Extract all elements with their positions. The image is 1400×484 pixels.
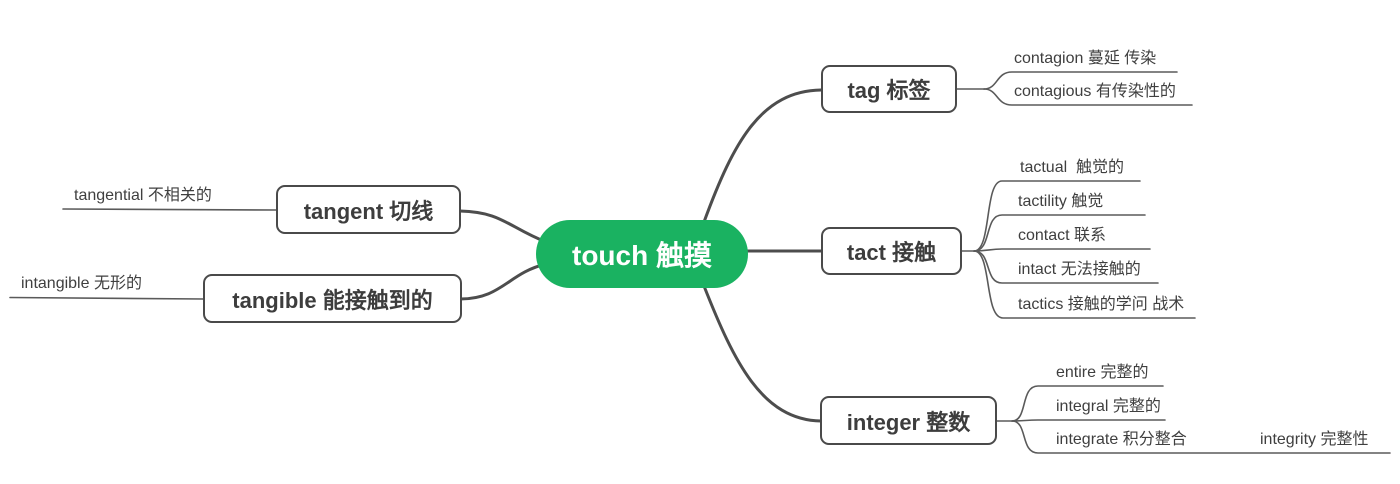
- leaf-tactility[interactable]: tactility 触觉: [1018, 193, 1104, 210]
- topic-tangent[interactable]: tangent 切线: [276, 185, 461, 234]
- connector-integer-entire: [1011, 385, 1164, 422]
- connector-tact-tactual: [973, 180, 1141, 252]
- leaf-integrity[interactable]: integrity 完整性: [1260, 431, 1369, 448]
- connector-tact-intact: [973, 250, 1159, 284]
- topic-tact[interactable]: tact 接触: [821, 227, 962, 275]
- leaf-intangible[interactable]: intangible 无形的: [21, 275, 142, 292]
- connector-integer-integral: [1011, 419, 1166, 422]
- connector-root-integer: [702, 284, 823, 423]
- leaf-contagion[interactable]: contagion 蔓延 传染: [1014, 50, 1157, 67]
- leaf-intact[interactable]: intact 无法接触的: [1018, 261, 1141, 278]
- connector-tag-contagion: [983, 71, 1178, 90]
- leaf-integrate[interactable]: integrate 积分整合: [1056, 431, 1187, 448]
- connector-tangible-intangible: [9, 296, 205, 300]
- connector-tangent-tangential: [62, 208, 278, 211]
- connector-root-tag: [702, 88, 823, 224]
- connector-root-tangent: [458, 209, 548, 244]
- connector-tag-contagious: [983, 88, 1193, 106]
- leaf-tactual[interactable]: tactual 触觉的: [1020, 159, 1125, 176]
- leaf-integral[interactable]: integral 完整的: [1056, 398, 1161, 415]
- connector-tact-contact: [973, 248, 1151, 252]
- connector-integer-integrate-integrity: [1011, 420, 1391, 454]
- leaf-tangential[interactable]: tangential 不相关的: [74, 187, 212, 204]
- leaf-contagious[interactable]: contagious 有传染性的: [1014, 83, 1176, 100]
- connector-tact-tactility: [973, 214, 1146, 252]
- topic-tag[interactable]: tag 标签: [821, 65, 957, 113]
- leaf-tactics[interactable]: tactics 接触的学问 战术: [1018, 296, 1185, 313]
- connector-tact-tactics: [973, 250, 1196, 319]
- connector-root-tangible: [458, 262, 548, 301]
- leaf-contact[interactable]: contact 联系: [1018, 227, 1107, 244]
- central-topic-touch[interactable]: touch 触摸: [536, 220, 748, 288]
- topic-integer[interactable]: integer 整数: [820, 396, 997, 445]
- leaf-entire[interactable]: entire 完整的: [1056, 364, 1149, 381]
- topic-tangible[interactable]: tangible 能接触到的: [203, 274, 462, 323]
